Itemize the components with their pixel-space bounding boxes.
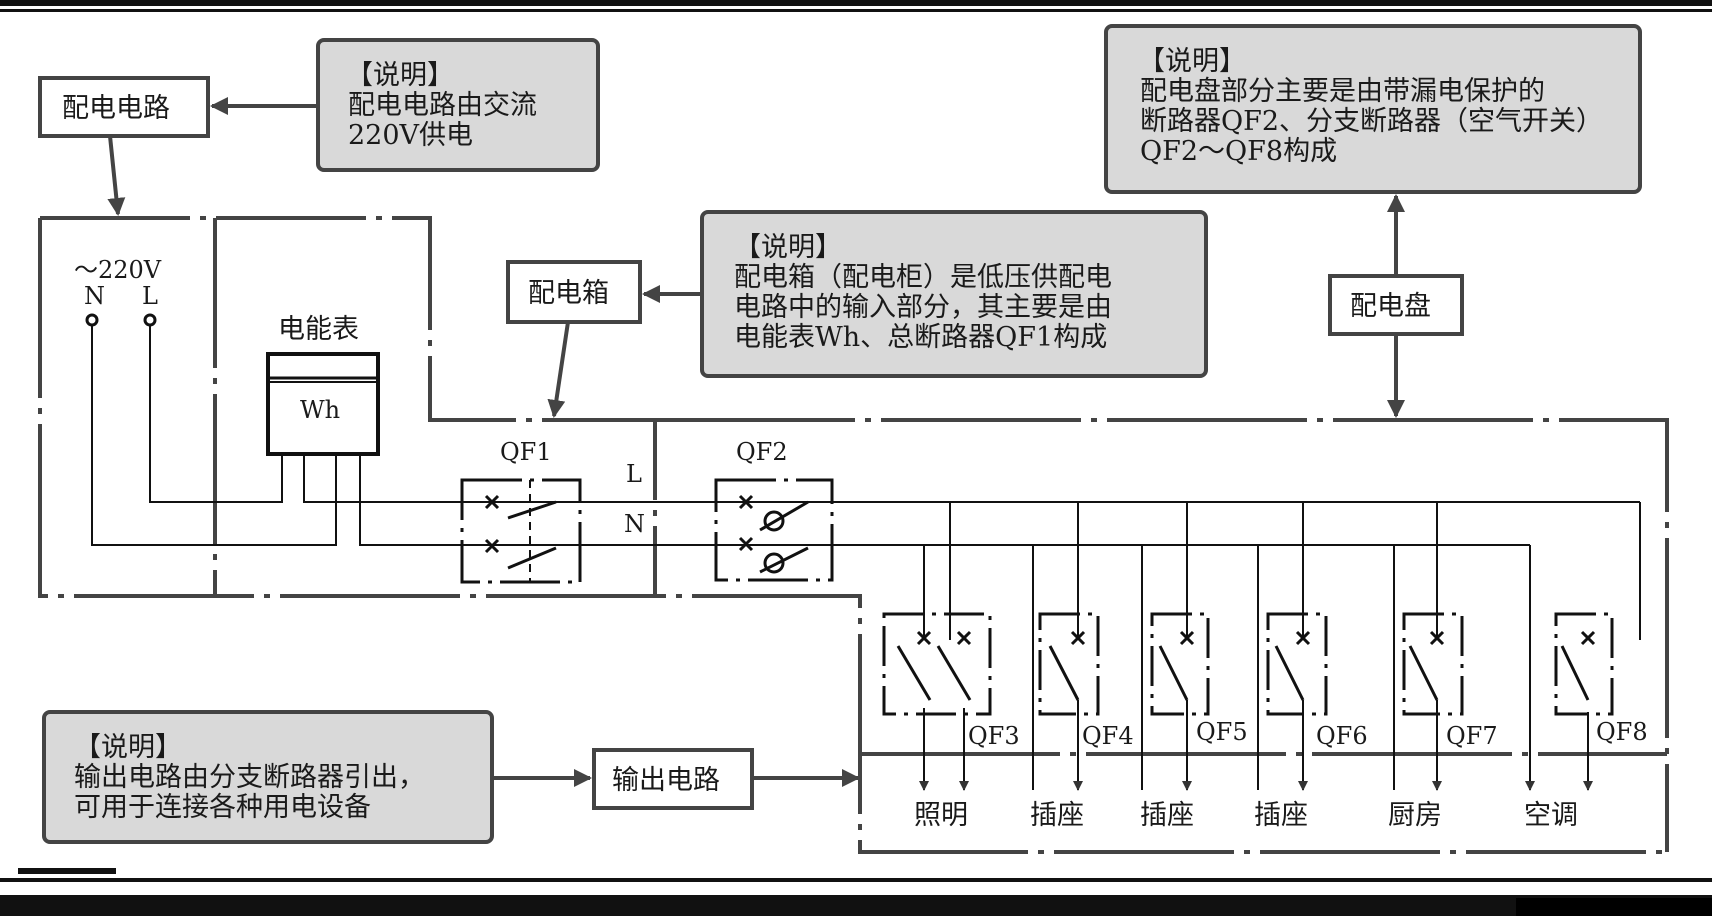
terminal-n-label: N xyxy=(84,282,105,310)
note-boxes xyxy=(42,24,1642,844)
output-circuit-label: 输出电路 xyxy=(612,765,720,796)
qf2-label: QF2 xyxy=(736,438,788,466)
note-circuit-line: 配电电路由交流 xyxy=(348,90,537,121)
terminal-l-label: L xyxy=(142,282,158,310)
qf7-label: QF7 xyxy=(1446,722,1498,750)
breaker-qf5 xyxy=(1150,612,1210,716)
note-panel-title: 【说明】 xyxy=(1138,46,1246,77)
note-output: 【说明】 输出电路由分支断路器引出， 可用于连接各种用电设备 xyxy=(74,732,425,823)
output-socket-3: 插座 xyxy=(1254,800,1308,831)
breaker-qf3 xyxy=(882,612,992,716)
output-aircon: 空调 xyxy=(1524,800,1578,831)
voltage-label: ～220V xyxy=(74,256,162,284)
note-panel: 【说明】 配电盘部分主要是由带漏电保护的 断路器QF2、分支断路器（空气开关） … xyxy=(1138,46,1603,167)
line-n-label: N xyxy=(624,510,645,538)
breaker-qf4 xyxy=(1038,612,1100,716)
enclosure-frames xyxy=(38,216,1669,854)
qf6-label: QF6 xyxy=(1316,722,1368,750)
output-socket-1: 插座 xyxy=(1030,800,1084,831)
note-output-title: 【说明】 xyxy=(74,732,182,763)
note-box: 【说明】 配电箱（配电柜）是低压供配电 电路中的输入部分，其主要是由 电能表Wh… xyxy=(734,232,1112,353)
output-socket-2: 插座 xyxy=(1140,800,1194,831)
qf3-label: QF3 xyxy=(968,722,1020,750)
distribution-panel-label: 配电盘 xyxy=(1350,291,1431,322)
meter-symbol: Wh xyxy=(300,396,340,424)
wires xyxy=(91,325,1641,790)
meter-box xyxy=(266,352,380,456)
meter-title: 电能表 xyxy=(278,314,359,345)
note-panel-line: QF2～QF8构成 xyxy=(1140,136,1337,167)
note-box-line: 电能表Wh、总断路器QF1构成 xyxy=(734,322,1107,353)
output-lighting: 照明 xyxy=(914,800,968,831)
note-box-line: 配电箱（配电柜）是低压供配电 xyxy=(734,262,1112,293)
breaker-qf2 xyxy=(714,478,834,582)
note-output-line: 输出电路由分支断路器引出， xyxy=(74,762,425,793)
connector-arrows xyxy=(107,97,1405,787)
breaker-qf7 xyxy=(1402,612,1464,716)
note-panel-line: 配电盘部分主要是由带漏电保护的 xyxy=(1140,76,1545,107)
breaker-qf6 xyxy=(1266,612,1328,716)
input-terminals xyxy=(85,313,157,327)
note-output-line: 可用于连接各种用电设备 xyxy=(74,792,371,823)
label-boxes xyxy=(38,76,1464,810)
qf8-label: QF8 xyxy=(1596,718,1648,746)
qf1-label: QF1 xyxy=(500,438,552,466)
note-panel-line: 断路器QF2、分支断路器（空气开关） xyxy=(1140,106,1603,137)
note-box-title: 【说明】 xyxy=(734,232,842,263)
line-l-label: L xyxy=(626,460,642,488)
output-kitchen: 厨房 xyxy=(1388,800,1442,831)
note-circuit: 【说明】 配电电路由交流 220V供电 xyxy=(346,60,537,151)
breaker-qf1 xyxy=(460,478,582,584)
qf4-label: QF4 xyxy=(1082,722,1134,750)
breaker-qf8 xyxy=(1554,612,1614,716)
note-box-line: 电路中的输入部分，其主要是由 xyxy=(734,292,1112,323)
qf5-label: QF5 xyxy=(1196,718,1248,746)
note-circuit-title: 【说明】 xyxy=(346,60,454,91)
note-circuit-line: 220V供电 xyxy=(348,120,473,151)
distribution-circuit-label: 配电电路 xyxy=(62,93,170,124)
distribution-box-label: 配电箱 xyxy=(528,278,609,309)
